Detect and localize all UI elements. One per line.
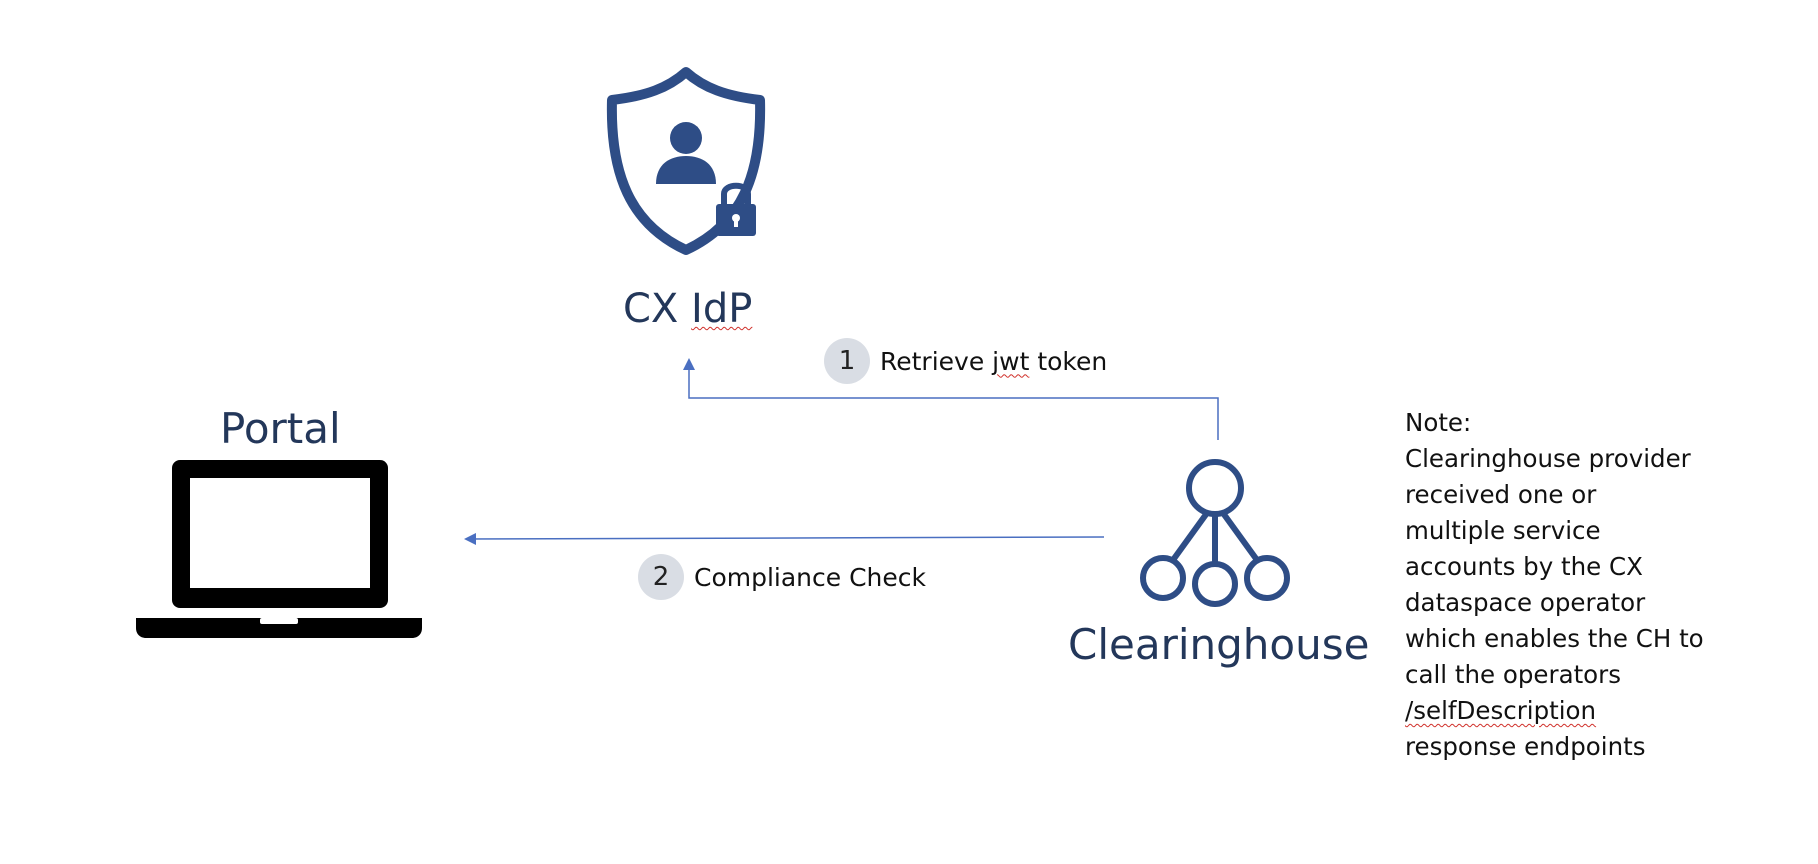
step-retrieve-token: 1 Retrieve jwt token	[824, 338, 1107, 384]
step-number-badge: 2	[638, 554, 684, 600]
step-text: Retrieve jwt token	[880, 347, 1107, 376]
step-text-marked: jwt	[992, 346, 1030, 376]
laptop-icon	[136, 460, 422, 638]
step-text-before: Retrieve	[880, 346, 993, 376]
step-text-after: token	[1029, 346, 1108, 376]
note-box: Note: Clearinghouse provider received on…	[1405, 405, 1785, 765]
note-line-marked: /selfDescription	[1405, 693, 1785, 729]
step-text: Compliance Check	[694, 562, 927, 592]
idp-label: CX IdP	[623, 286, 752, 332]
step-number-badge: 1	[824, 338, 870, 384]
note-line: accounts by the CX	[1405, 552, 1643, 581]
note-line: Clearinghouse provider	[1405, 444, 1691, 473]
note-line: received one or	[1405, 480, 1597, 509]
note-line: response endpoints	[1405, 732, 1646, 761]
note-heading: Note:	[1405, 408, 1472, 437]
clearinghouse-label: Clearinghouse	[1068, 620, 1370, 669]
idp-label-prefix: CX	[623, 286, 692, 332]
arrow-compliance-check	[464, 532, 1105, 545]
note-line: dataspace operator	[1405, 588, 1646, 617]
shield-user-lock-icon	[606, 67, 766, 255]
portal-label: Portal	[220, 404, 341, 453]
idp-label-marked: IdP	[691, 286, 753, 332]
step-compliance-check: 2 Compliance Check	[638, 554, 926, 600]
note-line: multiple service	[1405, 516, 1601, 545]
hierarchy-network-icon	[1140, 459, 1290, 607]
note-line: call the operators	[1405, 660, 1622, 689]
arrow-retrieve-token	[683, 358, 1219, 440]
note-marked-text: /selfDescription	[1405, 696, 1597, 725]
note-line: which enables the CH to	[1405, 624, 1704, 653]
